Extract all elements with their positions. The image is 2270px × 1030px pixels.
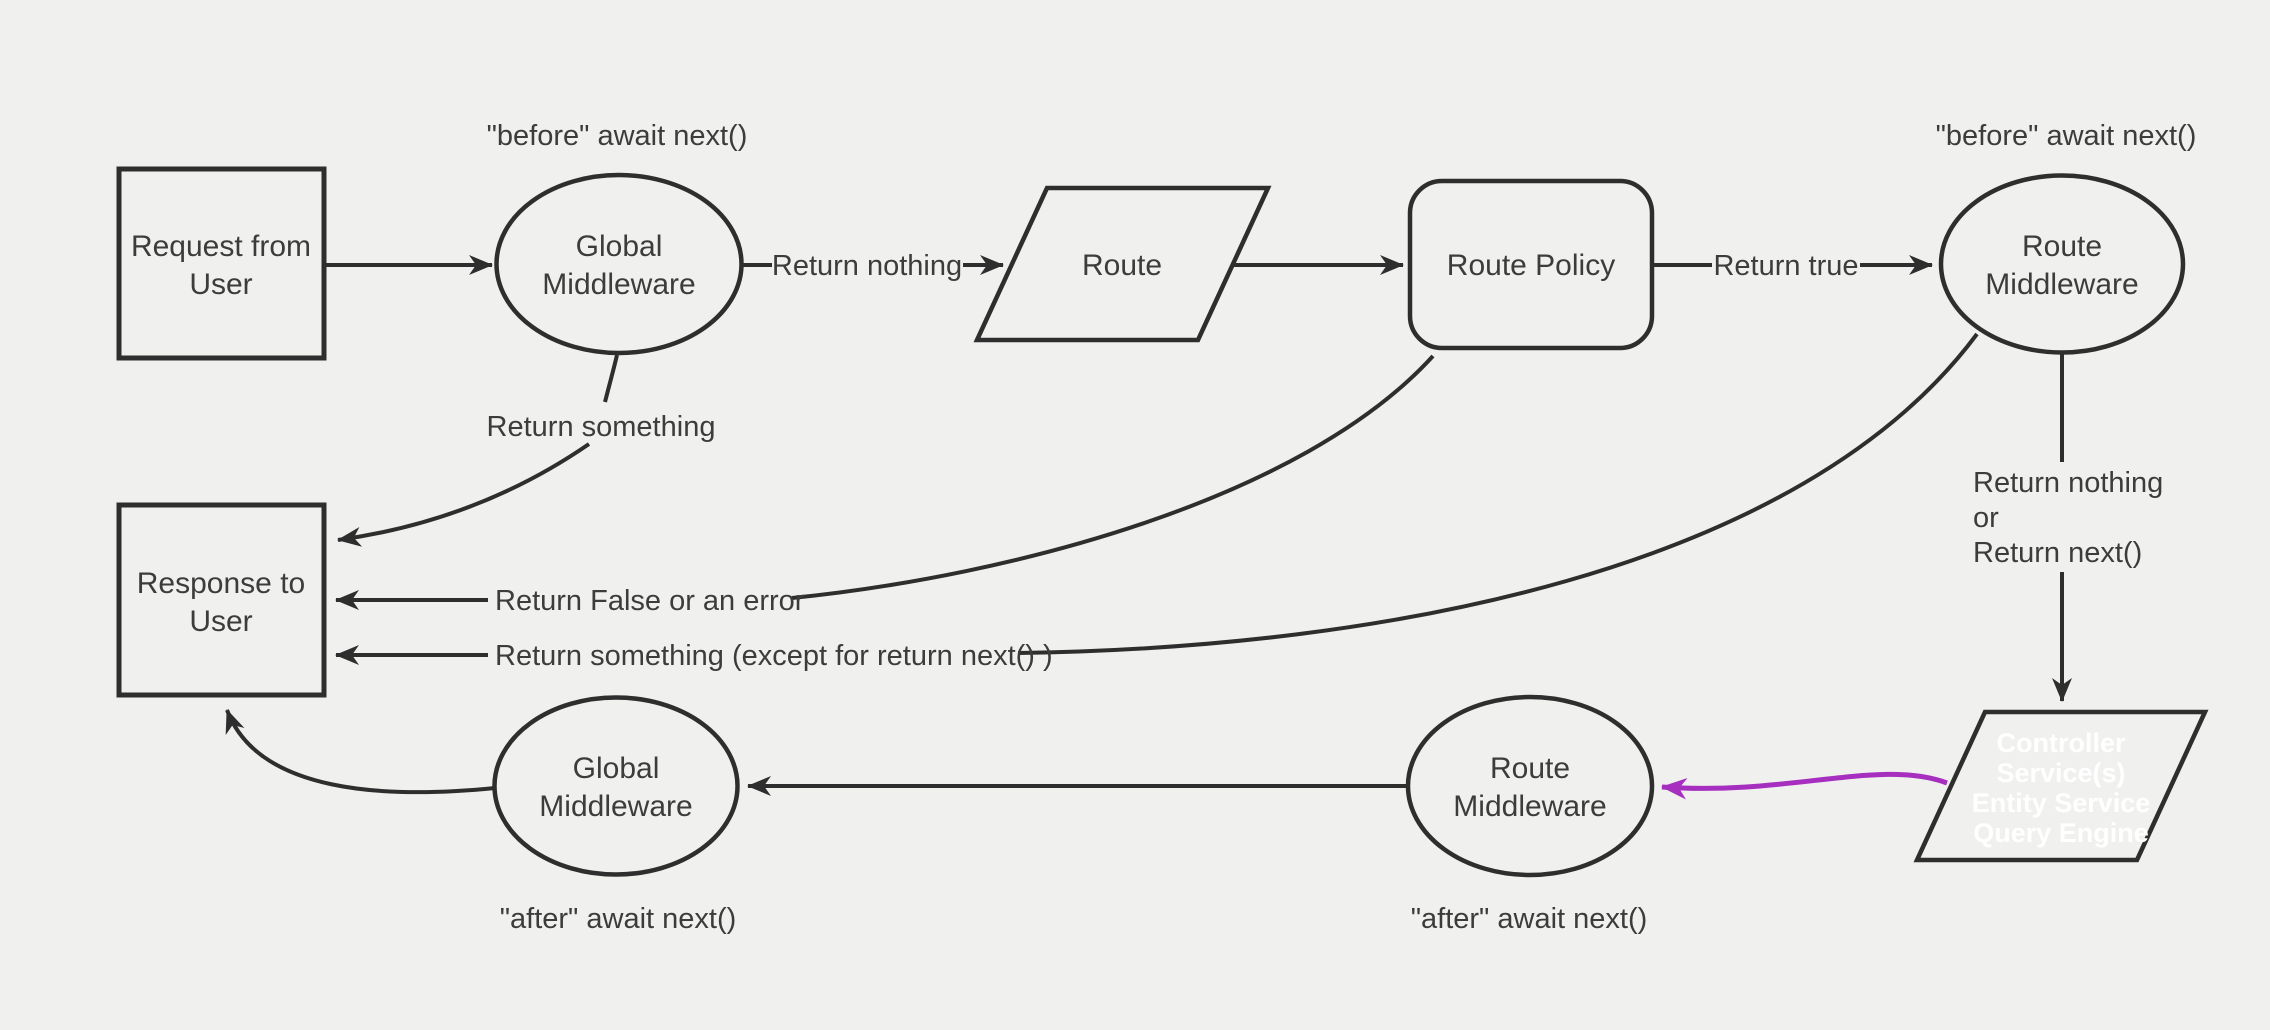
node-global-middleware-top: Global Middleware <box>494 172 744 356</box>
node-response-to-user: Response to User <box>116 502 327 698</box>
route-middleware-bottom-ellipse <box>1405 694 1655 878</box>
before-await-next-left-label: "before" await next() <box>487 120 748 152</box>
edge-labels: "before" await next() "before" await nex… <box>487 120 2197 935</box>
global-middleware-top-label-line2: Middleware <box>542 268 695 301</box>
request-from-user-rect <box>116 166 327 361</box>
route-middleware-top-label-line2: Middleware <box>1985 268 2138 301</box>
route-policy-label: Route Policy <box>1447 249 1615 282</box>
route-middleware-top-ellipse <box>1938 173 2186 355</box>
controller-services-label-line1: Controller <box>1996 728 2125 758</box>
edge-route-middleware-to-return-something-except <box>1017 332 1979 655</box>
controller-services-label-line4: Query Engine <box>1973 818 2149 848</box>
node-route-middleware-top: Route Middleware <box>1938 173 2186 355</box>
return-nothing-or-label-line1: Return nothing <box>1973 467 2163 499</box>
route-policy-rect <box>1407 178 1655 351</box>
global-middleware-bottom-ellipse <box>492 695 740 877</box>
return-true-label: Return true <box>1713 250 1858 282</box>
return-nothing-or-label-line3: Return next() <box>1973 537 2142 569</box>
route-middleware-top-label-line1: Route <box>2022 230 2102 263</box>
edge-route-policy-to-return-false <box>791 354 1435 600</box>
route-middleware-bottom-label-line2: Middleware <box>1453 790 1606 823</box>
route-middleware-bottom-label-line1: Route <box>1490 752 1570 785</box>
node-global-middleware-bottom: Global Middleware <box>492 695 740 877</box>
controller-services-parallelogram <box>1913 709 2209 863</box>
node-route-policy: Route Policy <box>1407 178 1655 351</box>
edges <box>225 255 2072 800</box>
return-nothing-or-label-line2: or <box>1973 502 1999 534</box>
controller-services-label-line3: Entity Service <box>1972 788 2151 818</box>
response-to-user-label-line1: Response to <box>137 567 305 600</box>
edge-global-middleware-to-return-something <box>603 354 619 403</box>
request-from-user-label-line2: User <box>189 268 252 301</box>
edge-controller-to-route-middleware-purple <box>1660 771 1948 800</box>
route-parallelogram <box>973 185 1272 343</box>
node-request-from-user: Request from User <box>116 166 327 361</box>
node-route-middleware-bottom: Route Middleware <box>1405 694 1655 878</box>
global-middleware-top-ellipse <box>494 172 744 356</box>
return-something-label: Return something <box>487 411 716 443</box>
route-label: Route <box>1082 249 1162 282</box>
node-controller-services: Controller Service(s) Entity Service Que… <box>1913 709 2209 863</box>
request-from-user-label-line1: Request from <box>131 230 311 263</box>
global-middleware-bottom-label-line1: Global <box>573 752 660 785</box>
before-await-next-right-label: "before" await next() <box>1936 120 2197 152</box>
response-to-user-label-line2: User <box>189 605 252 638</box>
response-to-user-rect <box>116 502 327 698</box>
edge-global-middleware-to-response <box>225 709 496 795</box>
after-await-next-left-label: "after" await next() <box>500 903 737 935</box>
global-middleware-top-label-line1: Global <box>576 230 663 263</box>
return-something-except-label: Return something (except for return next… <box>495 640 1053 672</box>
controller-services-label-line2: Service(s) <box>1996 758 2125 788</box>
return-false-or-error-label: Return False or an error <box>495 585 805 617</box>
node-route: Route <box>973 185 1272 343</box>
after-await-next-right-label: "after" await next() <box>1411 903 1648 935</box>
global-middleware-bottom-label-line2: Middleware <box>539 790 692 823</box>
edge-return-something-to-response <box>337 442 591 547</box>
return-nothing-label: Return nothing <box>772 250 962 282</box>
